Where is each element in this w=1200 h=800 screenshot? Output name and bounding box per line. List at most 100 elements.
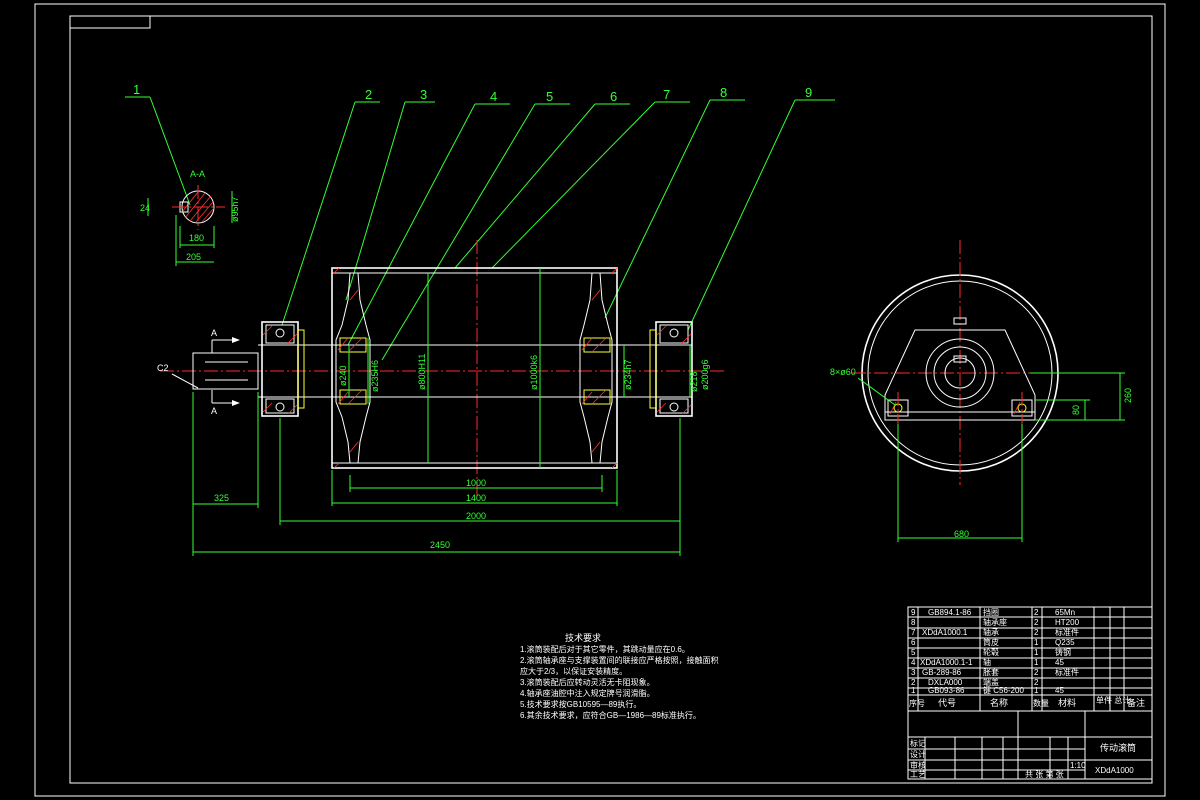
balloon-5: 5 [546,89,553,104]
arrow-a-top: A [211,328,217,338]
bom-header-weight: 单件 总计 [1096,695,1130,705]
bom-mat-5: 铸钢 [1055,647,1071,657]
bom-name-6: 筒皮 [983,637,999,647]
bom-no-7: 7 [911,628,916,637]
bom-code-9: GB894.1-86 [928,608,972,617]
bom-name-2: 端盖 [983,677,999,687]
bom-qty-7: 2 [1034,628,1039,637]
balloon-4: 4 [490,89,497,104]
title-row-mark: 标记 [910,738,926,748]
bom-no-4: 4 [911,658,916,667]
bom-name-8: 轴承座 [983,617,1007,627]
bom-header-mat: 材料 [1058,697,1076,708]
section-a-a: A-A 24 ø95h7 180 205 [140,169,240,266]
bom-no-3: 3 [911,668,916,677]
dim-len-2000: 2000 [466,511,486,521]
dim-len-2450: 2450 [430,540,450,550]
bom-no-6: 6 [911,638,916,647]
bom-code-7: XDdA1000.1 [922,628,968,637]
bom-header-code: 代号 [938,698,956,708]
balloon-numbers: 1 2 3 4 5 6 7 8 9 [133,82,812,104]
bom-no-8: 8 [911,618,916,627]
bom-header-note: 备注 [1127,697,1145,708]
corner-tag [69,15,151,29]
bom-qty-4: 1 [1034,658,1039,667]
balloon-7: 7 [663,87,670,102]
dim-d200: ø200g6 [700,359,710,390]
outer-frame [34,3,1166,797]
drawing-code: XDdA1000 [1095,766,1134,775]
dim-w680: 680 [954,529,969,539]
arrow-a-bottom: A [211,406,217,416]
notes-line-6: 5.技术要求按GB10595—89执行。 [520,699,641,709]
dim-len-1000: 1000 [466,478,486,488]
bom-qty-6: 1 [1034,638,1039,647]
dim-keyway: 24 [140,203,150,213]
dim-h80: 80 [1071,405,1081,415]
right-bearing-housing [649,321,693,417]
bom-no-2: 2 [911,678,916,687]
left-bearing-housing [261,321,305,417]
inner-frame [69,15,1153,784]
bom-code-2: DXLA000 [928,678,963,687]
notes-line-3: 应大于2/3，以保证安装精度。 [520,666,627,676]
bom-name-9: 挡圈 [983,607,999,617]
main-view: C2 A A [157,240,725,556]
balloon-2: 2 [365,87,372,102]
bom-mat-7: 标准件 [1055,627,1079,637]
bom-code-3: GB-289-86 [922,668,962,677]
title-row-process: 工艺 [910,770,926,779]
bom-name-1: 键 C56-200 [983,685,1024,695]
bom-name-5: 轮毂 [983,647,999,657]
bom-qty-8: 2 [1034,618,1039,627]
dim-180: 180 [189,233,204,243]
bom-table: 9 GB894.1-86 挡圈 2 65Mn 8 轴承座 2 HT200 7 X… [907,606,1153,712]
notes-line-5: 4.轴承座油腔中注入规定牌号润滑脂。 [520,688,655,698]
balloon-3: 3 [420,87,427,102]
bom-name-7: 轴承 [983,627,999,637]
bom-mat-8: HT200 [1055,618,1080,627]
shaft-end [192,352,259,390]
notes-line-2: 2.滚筒轴承座与支撑装置间的联接应严格按照，接触面积 [520,655,719,665]
bom-name-4: 轴 [983,657,991,667]
title-row-review: 审核 [910,760,926,770]
right-hub [579,272,613,464]
dim-d800: ø800H11 [417,354,427,390]
title-block: 标记 设计 审核 工艺 传动滚筒 XDdA1000 1:10 共 张 第 张 [907,710,1153,780]
notes-line-7: 6.其余技术要求，应符合GB—1986—89标准执行。 [520,710,701,720]
dim-d218: ø218 [689,371,699,392]
drum-shell [331,267,618,469]
drawing-name: 传动滚筒 [1100,742,1136,753]
bom-no-5: 5 [911,648,916,657]
dim-len-1400: 1400 [466,493,486,503]
balloon-leaders [125,96,835,361]
bom-no-9: 9 [911,608,916,617]
bom-code-4: XDdA1000.1-1 [920,658,973,667]
balloon-8: 8 [720,85,727,100]
bom-code-1: GB093-86 [928,686,965,695]
bom-header-qty: 数量 [1033,698,1049,708]
dim-h260: 260 [1123,388,1133,403]
dim-205: 205 [186,252,201,262]
left-hub [335,272,371,464]
bom-header-name: 名称 [990,697,1008,708]
balloon-1: 1 [133,82,140,97]
section-label: A-A [190,169,205,179]
bom-qty-1: 1 [1034,686,1039,695]
dim-len-325: 325 [214,493,229,503]
dim-d240: ø240 [338,365,348,386]
side-view: 8×ø60 260 80 680 [830,240,1133,542]
bom-header-no: 序号 [909,698,925,708]
balloon-6: 6 [610,89,617,104]
dim-d234: ø234h7 [623,359,633,390]
bom-qty-2: 2 [1034,678,1039,687]
bom-mat-6: Q235 [1055,638,1075,647]
notes-line-1: 1.滚筒装配后对于其它零件，其跳动量应在0.6。 [520,644,690,654]
bom-mat-3: 标准件 [1055,667,1079,677]
dim-bolt: 8×ø60 [830,367,856,377]
drawing-sheet: 共 张 第 张 [1025,769,1064,779]
dim-d1000: ø1000k6 [529,355,539,390]
bom-mat-4: 45 [1055,658,1064,667]
drawing-scale: 1:10 [1070,761,1086,770]
